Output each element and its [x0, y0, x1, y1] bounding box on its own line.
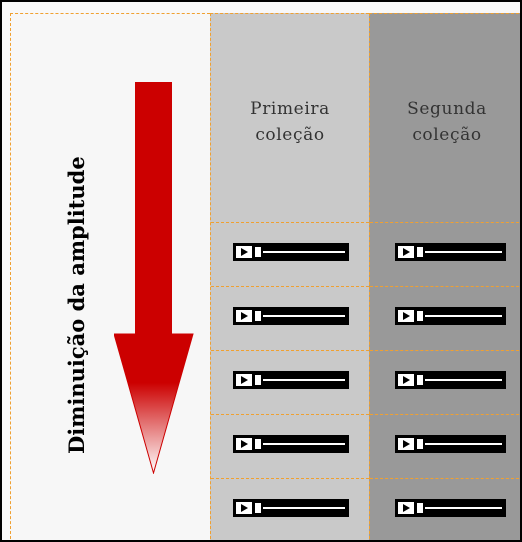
audio-row [211, 478, 369, 540]
play-icon[interactable] [398, 246, 414, 258]
audio-player[interactable] [395, 307, 506, 325]
amplitude-panel: Diminuição da amplitude [10, 13, 210, 540]
audio-row [370, 350, 520, 414]
collection-1-header: Primeira coleção [250, 99, 330, 145]
collection-column-2: Segunda coleção [369, 13, 520, 540]
play-icon[interactable] [236, 374, 252, 386]
audio-row [211, 222, 369, 286]
audio-player[interactable] [395, 435, 506, 453]
play-icon[interactable] [398, 502, 414, 514]
seek-track[interactable] [263, 379, 345, 381]
seek-handle[interactable] [255, 311, 261, 321]
audio-player[interactable] [395, 499, 506, 517]
audio-player[interactable] [233, 371, 349, 389]
play-icon[interactable] [236, 438, 252, 450]
play-icon[interactable] [398, 438, 414, 450]
seek-handle[interactable] [417, 247, 423, 257]
audio-row [211, 286, 369, 350]
seek-track[interactable] [425, 251, 502, 253]
play-icon[interactable] [236, 310, 252, 322]
seek-track[interactable] [425, 315, 502, 317]
audio-player[interactable] [395, 243, 506, 261]
seek-track[interactable] [425, 379, 502, 381]
audio-player[interactable] [233, 499, 349, 517]
collection-2-header: Segunda coleção [407, 99, 487, 145]
down-arrow-icon [114, 82, 194, 474]
audio-player[interactable] [233, 435, 349, 453]
seek-handle[interactable] [255, 247, 261, 257]
seek-track[interactable] [263, 443, 345, 445]
seek-track[interactable] [263, 507, 345, 509]
seek-handle[interactable] [417, 503, 423, 513]
audio-row [211, 350, 369, 414]
play-icon[interactable] [398, 374, 414, 386]
audio-row [370, 478, 520, 540]
collection-column-1: Primeira coleção [210, 13, 369, 540]
audio-row [370, 286, 520, 350]
play-icon[interactable] [398, 310, 414, 322]
seek-track[interactable] [425, 443, 502, 445]
seek-handle[interactable] [255, 375, 261, 385]
audio-row [211, 414, 369, 478]
seek-handle[interactable] [417, 311, 423, 321]
seek-track[interactable] [263, 251, 345, 253]
seek-handle[interactable] [255, 439, 261, 449]
audio-player[interactable] [395, 371, 506, 389]
seek-handle[interactable] [255, 503, 261, 513]
play-icon[interactable] [236, 246, 252, 258]
seek-handle[interactable] [417, 375, 423, 385]
seek-handle[interactable] [417, 439, 423, 449]
seek-track[interactable] [263, 315, 345, 317]
audio-player[interactable] [233, 307, 349, 325]
play-icon[interactable] [236, 502, 252, 514]
audio-row [370, 414, 520, 478]
amplitude-title: Diminuição da amplitude [64, 156, 89, 454]
seek-track[interactable] [425, 507, 502, 509]
audio-row [370, 222, 520, 286]
audio-player[interactable] [233, 243, 349, 261]
